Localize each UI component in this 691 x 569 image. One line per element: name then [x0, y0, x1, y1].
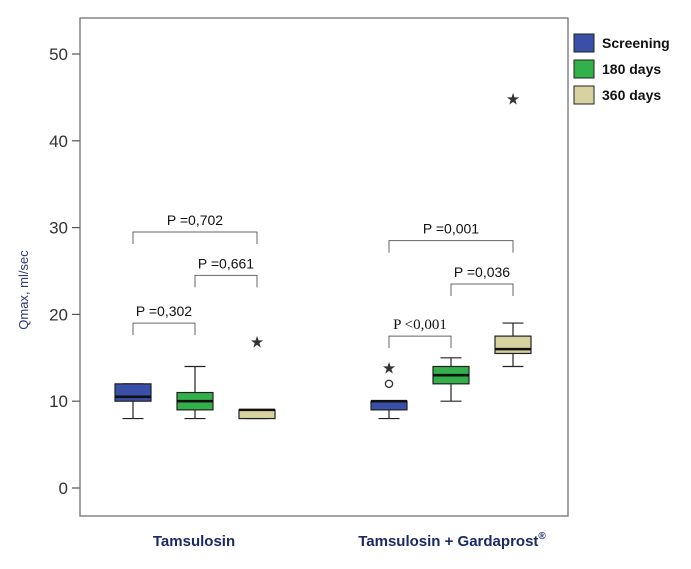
legend-label: 360 days: [602, 87, 661, 103]
legend-swatch: [573, 59, 595, 79]
box-plot: ★: [238, 332, 276, 420]
extreme-point: ★: [250, 332, 264, 351]
p-value-label: P =0,302: [136, 303, 192, 319]
box-rect: [114, 383, 152, 402]
box-rect: [370, 400, 408, 411]
box-plot: [176, 365, 214, 420]
legend-swatch: [573, 33, 595, 53]
significance-bracket: [132, 322, 196, 336]
box-plot: ★: [494, 89, 532, 368]
legend-item: 180 days: [573, 59, 661, 79]
p-value-label: P =0,702: [167, 212, 223, 228]
y-tick-label: 40: [49, 132, 68, 151]
extreme-point: ★: [382, 358, 396, 377]
y-axis-title: Qmax, ml/sec: [16, 250, 31, 330]
y-tick-label: 0: [59, 479, 68, 498]
legend-swatch: [573, 85, 595, 105]
significance-bracket: [450, 283, 514, 297]
box-rect: [238, 409, 276, 420]
y-tick-label: 10: [49, 392, 68, 411]
legend-label: Screening: [602, 35, 670, 51]
p-value-label: P =0,661: [198, 255, 254, 271]
y-axis: 0 10 20 30 40 50: [49, 45, 80, 498]
box-plot: ★: [370, 358, 408, 420]
significance-bracket: [388, 335, 452, 349]
extreme-point: ★: [506, 89, 520, 108]
legend-label: 180 days: [602, 61, 661, 77]
significance-bracket: [194, 274, 258, 288]
significance-brackets: P =0,302 P =0,661 P =0,702 P <0,001 P =0,036…: [132, 212, 514, 349]
p-value-label: P <0,001: [393, 317, 447, 333]
box-series: ★ ★ ★: [114, 89, 532, 420]
y-tick-label: 50: [49, 45, 68, 64]
legend-item: Screening: [573, 33, 670, 53]
legend: Screening 180 days 360 days: [573, 33, 670, 105]
p-value-label: P =0,036: [454, 264, 510, 280]
legend-item: 360 days: [573, 85, 661, 105]
plot-frame: [79, 17, 569, 517]
y-tick-label: 30: [49, 219, 68, 238]
outlier-point: [384, 379, 394, 389]
y-tick-label: 20: [49, 305, 68, 324]
box-plot: [114, 383, 152, 420]
x-category-label: Tamsulosin: [153, 533, 235, 550]
box-plot: [432, 357, 470, 402]
x-axis-categories: Tamsulosin Tamsulosin + Gardaprost®: [153, 531, 547, 550]
x-category-label: Tamsulosin + Gardaprost®: [358, 531, 546, 550]
p-value-label: P =0,001: [423, 221, 479, 237]
significance-bracket: [132, 231, 258, 244]
registered-mark: ®: [538, 531, 546, 542]
significance-bracket: [388, 240, 514, 253]
box-rect: [494, 335, 532, 355]
